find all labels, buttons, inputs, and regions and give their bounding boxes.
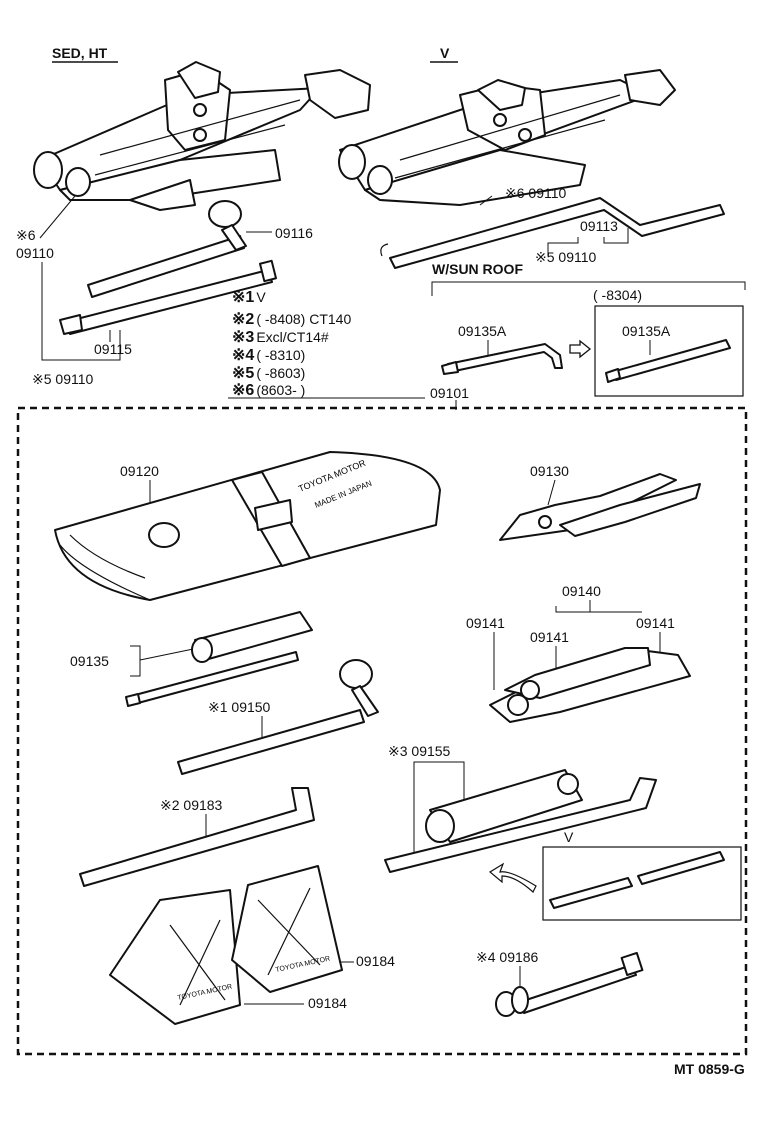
handle-pieces-v: [549, 851, 725, 909]
wrench-09150: [177, 659, 379, 775]
label-09135: 09135: [70, 653, 109, 669]
label-09116: 09116: [275, 225, 313, 241]
screwdriver-09135: [125, 611, 313, 707]
label-09135a-left: 09135A: [458, 323, 507, 339]
extension-bar-09186: [495, 951, 644, 1017]
note-5: ※5( -8603): [232, 365, 305, 382]
label-09140: 09140: [562, 583, 601, 599]
label-09135a-right: 09135A: [622, 323, 671, 339]
screwdriver-09135a-straight: [605, 339, 731, 383]
jack-handle-09113: [380, 197, 725, 269]
tool-bag-09120: TOYOTA MOTOR MADE IN JAPAN: [54, 451, 441, 601]
jack-left: [33, 61, 371, 211]
inset-box-sunroof: [594, 305, 744, 397]
jack-right: [338, 69, 676, 206]
screwdriver-09135a-bent: [441, 343, 563, 375]
label-09115: 09115: [94, 341, 132, 357]
plug-wrench-09155: [384, 769, 657, 873]
label-09184-a: 09184: [356, 953, 395, 969]
label-09110-left-star6: 09110: [16, 245, 54, 261]
label-09186: ※4 09186: [476, 949, 539, 965]
arrow-curved-icon: [488, 862, 537, 893]
wrench-handle-09116: [87, 200, 272, 298]
spanners-09140: [489, 647, 691, 723]
label-09120: 09120: [120, 463, 159, 479]
pliers-09130: [499, 473, 701, 541]
inset-box-v: [542, 846, 742, 921]
label-09141-c: 09141: [636, 615, 675, 631]
label-09155: ※3 09155: [388, 743, 451, 759]
label-09110-left-star5: ※5 09110: [32, 371, 94, 387]
jack-handle-09183: [79, 787, 315, 887]
header-v-inset: V: [564, 829, 574, 845]
label-sunroof-range: ( -8304): [593, 287, 642, 303]
ref-code: MT 0859-G: [674, 1061, 745, 1077]
label-09110-left-star6-mark: ※6: [16, 227, 36, 243]
label-09130: 09130: [530, 463, 569, 479]
tool-set-09101-boundary: [16, 406, 748, 1056]
note-2: ※2( -8408) CT140: [232, 311, 351, 328]
wheel-chock-09184-right: TOYOTA MOTOR: [231, 865, 343, 993]
header-sed-ht: SED, HT: [52, 45, 108, 61]
label-09141-b: 09141: [530, 629, 569, 645]
label-09110-right-star5: ※5 09110: [535, 249, 597, 265]
label-09184-b: 09184: [308, 995, 347, 1011]
note-6: ※6(8603- ): [232, 382, 305, 399]
label-09110-right-star6: ※6 09110: [505, 185, 567, 201]
label-09113: 09113: [580, 218, 618, 234]
label-09101: 09101: [430, 385, 469, 401]
jack-handle-09115: [59, 259, 277, 342]
arrow-right-icon: [569, 339, 592, 359]
label-09141-a: 09141: [466, 615, 505, 631]
header-w-sun-roof: W/SUN ROOF: [432, 261, 523, 277]
note-4: ※4( -8310): [232, 347, 305, 364]
header-v: V: [440, 45, 450, 61]
wheel-chock-09184-left: TOYOTA MOTOR: [109, 889, 241, 1025]
label-09183: ※2 09183: [160, 797, 223, 813]
label-09150: ※1 09150: [208, 699, 271, 715]
